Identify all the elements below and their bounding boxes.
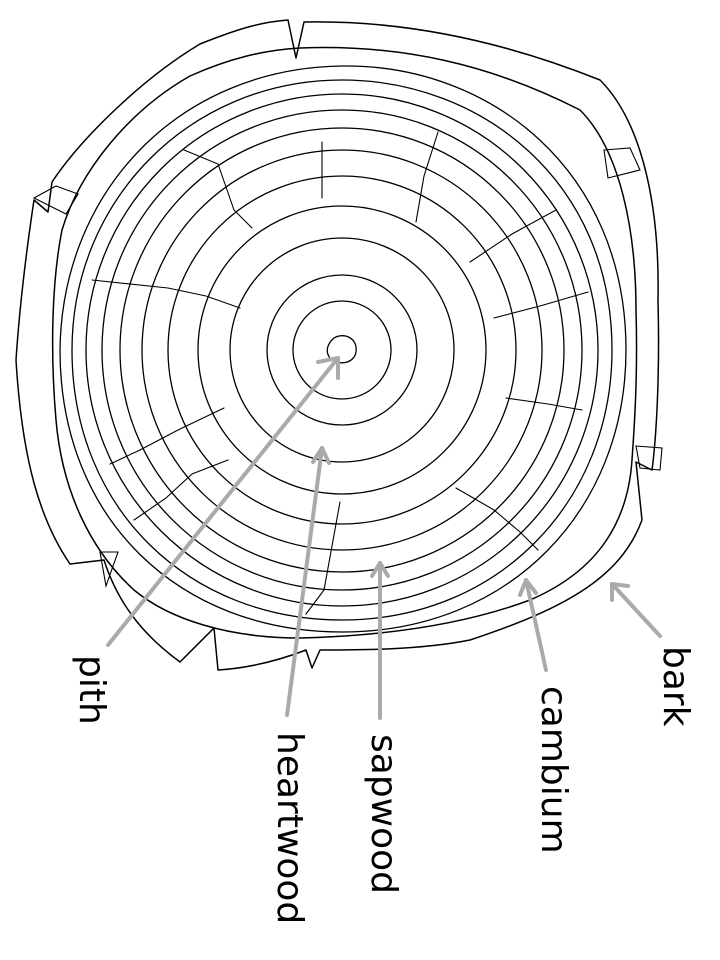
pith-center	[326, 335, 357, 364]
bark-notch-right-bottom	[635, 445, 663, 471]
ring-6	[141, 149, 543, 551]
ring-2	[266, 274, 418, 426]
crack-1	[183, 149, 253, 229]
pith-arrowhead	[316, 356, 340, 380]
pointer-arrows	[106, 356, 662, 720]
labels: pith heartwood sapwood cambium bark	[71, 646, 696, 924]
heartwood-label: heartwood	[269, 732, 310, 924]
ring-4	[197, 205, 487, 495]
bark-inner-outline	[51, 46, 638, 639]
crack-6	[91, 279, 241, 309]
radial-cracks	[91, 131, 589, 615]
ring-7	[119, 127, 565, 573]
ring-9	[85, 93, 599, 607]
crack-8	[109, 407, 225, 465]
crack-7	[505, 397, 583, 411]
sapwood-label: sapwood	[363, 734, 404, 894]
ring-8	[101, 109, 583, 591]
ring-10	[71, 79, 613, 621]
cambium-pointer	[524, 578, 548, 672]
crack-10	[455, 487, 539, 551]
ring-5	[167, 175, 517, 525]
heartwood-pointer	[285, 446, 324, 717]
ring-11	[59, 65, 627, 633]
cambium-arrowhead	[518, 578, 538, 597]
ring-1	[292, 300, 392, 400]
crack-4	[469, 209, 557, 263]
bark-pointer	[610, 582, 662, 638]
crack-3	[415, 131, 439, 223]
heartwood-arrowhead	[311, 446, 331, 465]
crack-5	[493, 291, 589, 319]
ring-3	[229, 237, 455, 463]
bark-label: bark	[655, 646, 696, 727]
crack-11	[305, 501, 341, 615]
bark-outer-outline	[15, 19, 660, 671]
bark-notch-left-bottom	[99, 551, 119, 589]
crack-9	[133, 459, 229, 521]
sapwood-arrowhead	[370, 561, 390, 578]
bark-arrowhead	[610, 582, 630, 602]
pith-label: pith	[71, 655, 112, 725]
growth-rings	[59, 65, 627, 633]
bark-notch-left-top	[32, 185, 79, 215]
bark-notch-right-top	[603, 147, 641, 179]
pith-pointer	[106, 356, 340, 647]
cambium-label: cambium	[533, 686, 574, 854]
